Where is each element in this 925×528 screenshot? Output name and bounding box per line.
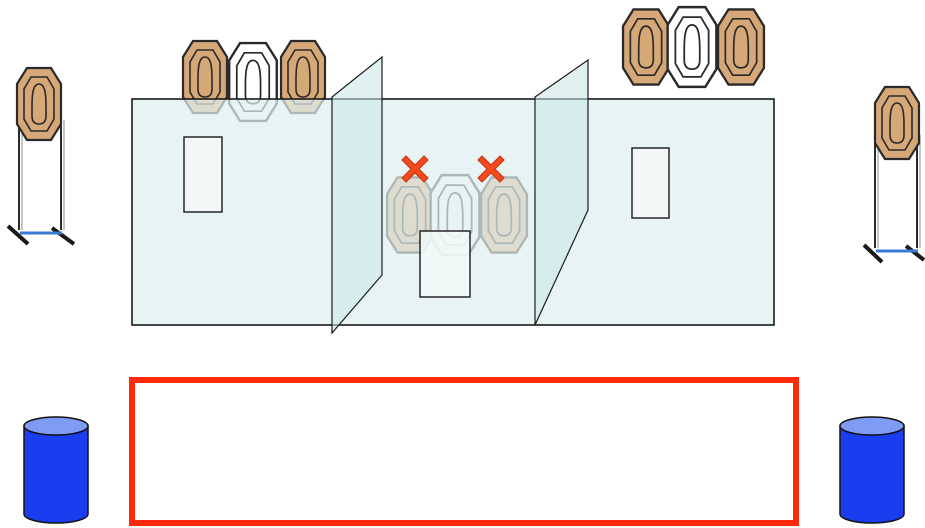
left-stand-target: [6, 66, 76, 246]
wall-port-left: [183, 136, 223, 213]
target-stand-icon: [6, 120, 76, 246]
ipsc-target-icon: [873, 85, 921, 161]
shooting-area-box: [129, 377, 799, 526]
barrel-icon: [839, 416, 905, 524]
ipsc-target-icon: [666, 5, 718, 89]
wall-port-center: [419, 230, 471, 298]
partition-left: [331, 55, 383, 335]
ipsc-target-icon: [621, 8, 671, 86]
wall-port-right: [631, 147, 670, 219]
target-stand-icon: [862, 135, 925, 264]
right-stand-target: [862, 85, 925, 264]
partition-right: [534, 58, 589, 326]
target-cluster-top-right: [621, 5, 766, 89]
barrel-icon: [23, 416, 89, 524]
ipsc-target-icon: [716, 8, 766, 86]
ipsc-target-icon: [15, 66, 63, 142]
